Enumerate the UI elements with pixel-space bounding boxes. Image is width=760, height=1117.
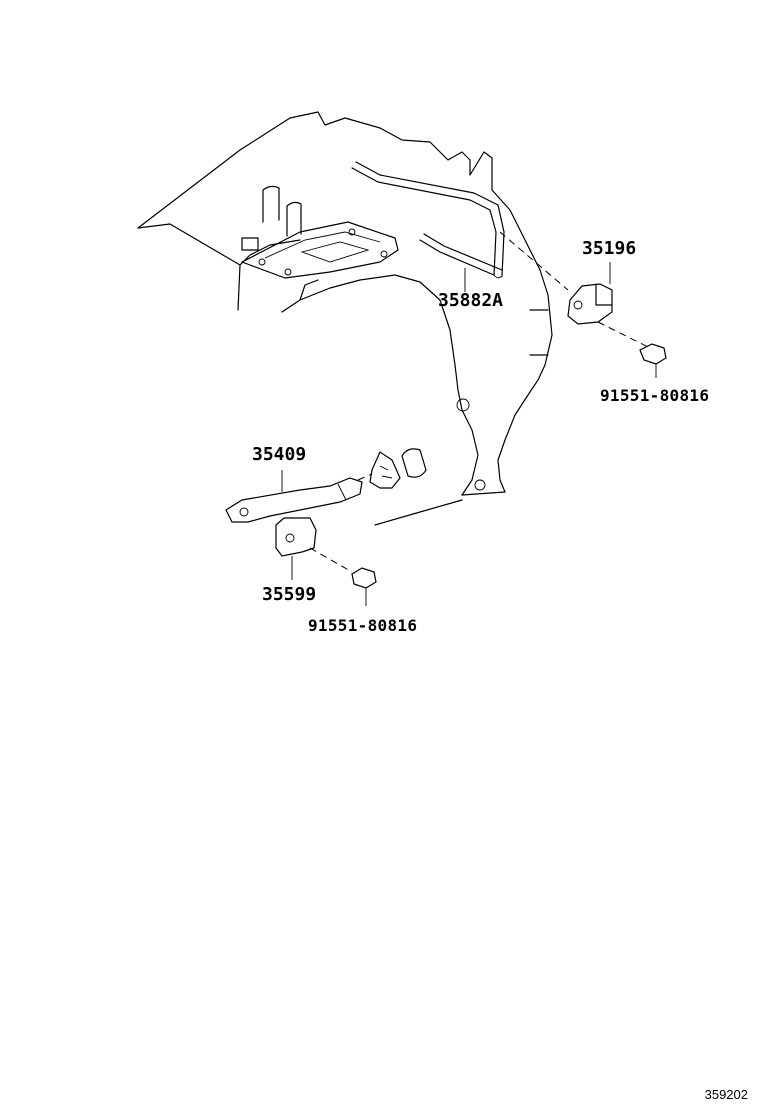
figure-number: 359202 xyxy=(704,1087,748,1102)
part-label-35882a[interactable]: 35882A xyxy=(438,290,504,311)
lower-bolt xyxy=(351,567,377,606)
part-label-35409[interactable]: 35409 xyxy=(252,444,307,465)
part-label-91551-lower[interactable]: 91551-80816 xyxy=(308,616,418,635)
bracket-part xyxy=(275,517,353,580)
transmission-housing xyxy=(137,111,553,526)
part-label-35599[interactable]: 35599 xyxy=(262,584,317,605)
clip-part xyxy=(499,231,651,349)
part-label-91551-upper[interactable]: 91551-80816 xyxy=(600,386,710,405)
breather-tube xyxy=(351,161,505,292)
lever-part xyxy=(225,448,427,523)
part-label-35196[interactable]: 35196 xyxy=(582,238,637,259)
upper-bolt xyxy=(639,343,667,378)
